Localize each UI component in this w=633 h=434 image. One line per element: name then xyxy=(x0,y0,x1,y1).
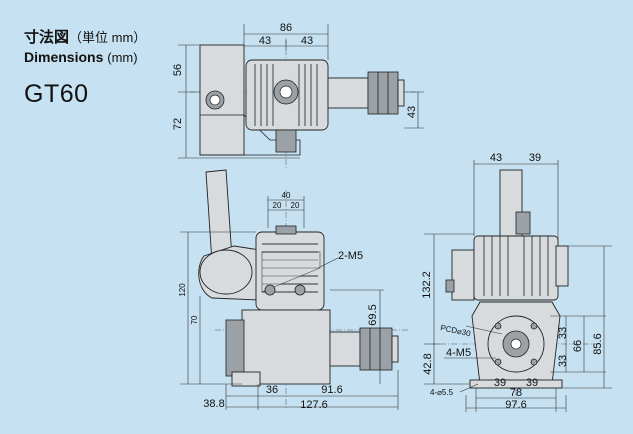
dim-top-height-upper: 56 xyxy=(172,64,184,76)
dim-front-right-height: 85.6 xyxy=(592,333,604,354)
dim-top-height-lower: 72 xyxy=(172,118,184,130)
dim-center-offset: 36 xyxy=(266,384,278,396)
dim-plug-width: 40 xyxy=(282,191,291,200)
dim-front-length: 91.6 xyxy=(321,384,342,396)
dim-side-height-total: 120 xyxy=(178,283,187,297)
title-japanese: 寸法図（単位 mm） xyxy=(24,26,146,47)
dim-rear-offset: 38.8 xyxy=(203,398,224,410)
dim-plug-left: 20 xyxy=(273,201,282,210)
dim-top-left: 43 xyxy=(259,35,271,47)
model-name: GT60 xyxy=(24,80,89,108)
dim-base-left: 39 xyxy=(494,377,506,389)
label-bolts: 2-M5 xyxy=(338,250,363,262)
label-pcd: PCD⌀30 xyxy=(440,323,472,338)
dim-front-height-total: 132.2 xyxy=(421,271,433,299)
dim-base-width: 78 xyxy=(510,387,522,399)
top-view: 86 43 43 56 72 43 xyxy=(172,22,424,168)
unit-jp-text: （単位 mm） xyxy=(69,30,147,45)
dim-top-right: 43 xyxy=(301,35,313,47)
dim-total-length: 127.6 xyxy=(300,399,328,411)
side-view: 40 20 20 2-M5 120 70 69.5 38.8 36 xyxy=(178,169,410,411)
dim-top-offset-right: 43 xyxy=(406,106,418,118)
dim-plug-right: 20 xyxy=(291,201,300,210)
dim-mount-span: 66 xyxy=(572,340,584,352)
dim-front-lower-height: 42.8 xyxy=(422,353,434,374)
dim-top-width: 86 xyxy=(280,22,292,34)
dim-total-width: 97.6 xyxy=(505,399,526,411)
front-view: 43 39 132.2 PCD⌀30 4-M5 42.8 4-⌀5.5 xyxy=(421,152,612,412)
dim-front-half-a: 33 xyxy=(557,327,569,339)
dim-base-right: 39 xyxy=(526,377,538,389)
dim-side-height-lower: 70 xyxy=(190,315,199,324)
dim-front-top-left: 43 xyxy=(490,152,502,164)
dim-mount-height: 69.5 xyxy=(367,304,379,325)
dim-front-top-right: 39 xyxy=(529,152,541,164)
label-mount-bolts: 4-M5 xyxy=(446,347,471,359)
title-english: Dimensions (mm) xyxy=(24,49,138,65)
unit-en-text: (mm) xyxy=(107,50,138,65)
label-holes: 4-⌀5.5 xyxy=(430,388,454,397)
dim-front-half-b: 33 xyxy=(557,355,569,367)
title-en-text: Dimensions xyxy=(24,49,104,65)
title-jp-text: 寸法図 xyxy=(24,29,70,46)
